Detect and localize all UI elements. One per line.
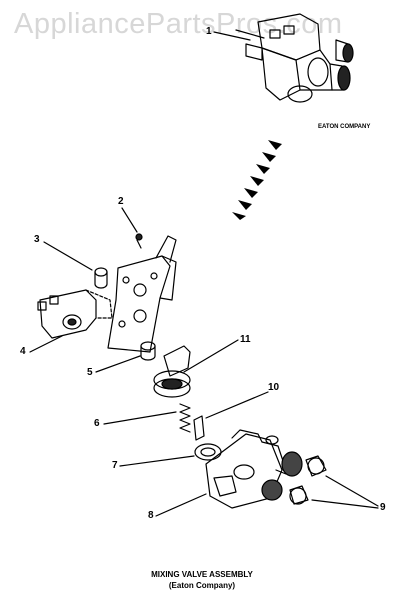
leader-1 [213, 31, 251, 41]
callout-6: 6 [94, 418, 100, 429]
callout-7: 7 [112, 460, 118, 471]
callout-11: 11 [240, 334, 251, 345]
callout-2: 2 [118, 196, 124, 207]
part-8-valve-body [155, 429, 303, 517]
callout-4: 4 [20, 346, 26, 357]
watermark: AppliancePartsPros.com [14, 8, 343, 40]
part-5-bushing [95, 341, 156, 373]
callout-5: 5 [87, 367, 93, 378]
part-4-coil [29, 289, 113, 353]
assembled-valve-top [235, 13, 354, 103]
part-7-diaphragm [119, 443, 222, 467]
callout-8: 8 [148, 510, 154, 521]
callout-3: 3 [34, 234, 40, 245]
callout-1: 1 [206, 26, 212, 37]
caption-title: MIXING VALVE ASSEMBLY [151, 570, 253, 579]
caption-subtitle: (Eaton Company) [168, 581, 236, 590]
part-3-bushing [43, 241, 108, 289]
part-9-caps [289, 455, 379, 509]
part-2-screw [121, 207, 143, 249]
eaton-label: EATON COMPANY [318, 124, 371, 130]
direction-arrows [232, 140, 282, 220]
callout-10: 10 [268, 382, 280, 393]
callout-9: 9 [380, 502, 386, 513]
mounting-bracket [107, 235, 177, 353]
part-11-cap [153, 339, 239, 398]
part-10-pin [193, 391, 269, 441]
part-6-spring [103, 403, 191, 433]
